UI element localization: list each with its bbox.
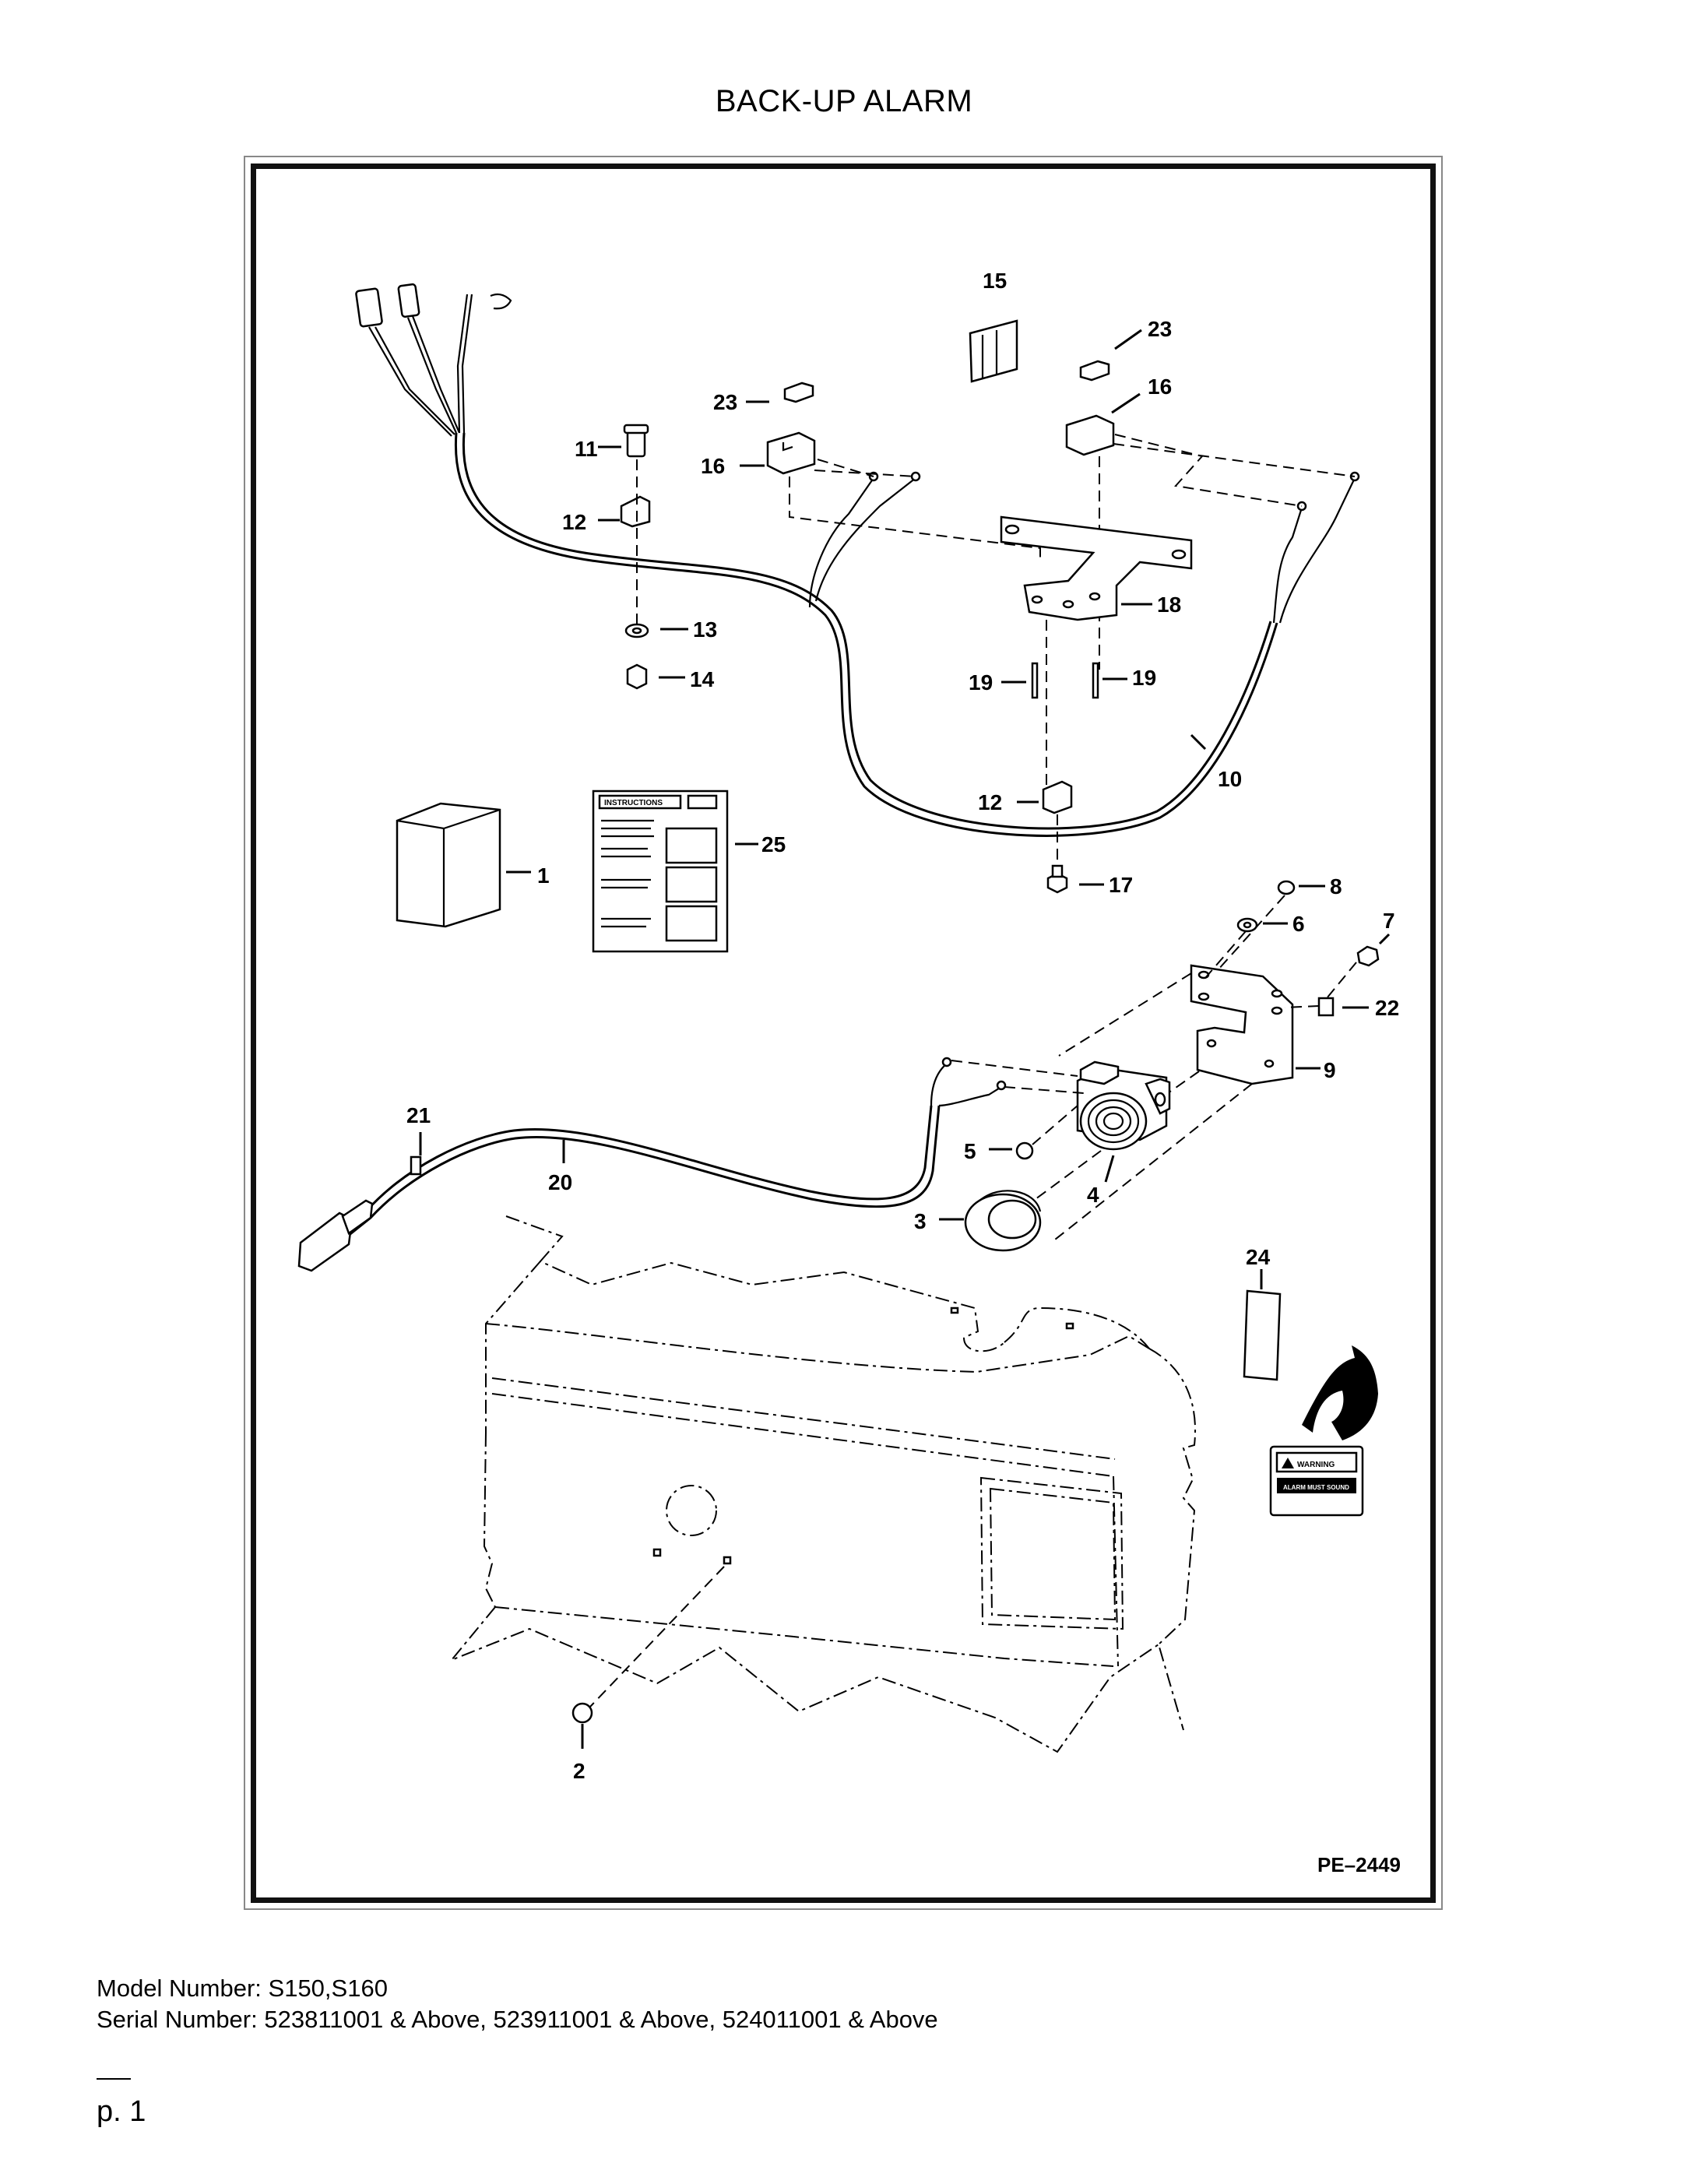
wire-harness-20	[297, 1057, 1085, 1272]
page-number: p. 1	[97, 2095, 146, 2128]
bracket-18	[1000, 515, 1193, 894]
callout-8: 8	[1330, 874, 1342, 899]
callout-3: 3	[914, 1209, 927, 1233]
diagram-outer-frame	[244, 156, 1443, 1910]
machine-rear-panel	[451, 1215, 1196, 1753]
page-title: BACK-UP ALARM	[715, 84, 973, 118]
relay-mounts-15-16-23	[740, 319, 1356, 670]
callout-6: 6	[1292, 912, 1305, 936]
callout-2: 2	[573, 1759, 586, 1783]
warning-decal-subtext: ALARM MUST SOUND	[1283, 1484, 1349, 1491]
callout-22: 22	[1375, 996, 1399, 1020]
callout-25: 25	[761, 832, 786, 856]
callout-7: 7	[1383, 909, 1395, 933]
wire-harness-10	[355, 283, 1360, 837]
callout-18: 18	[1157, 593, 1181, 617]
callout-12-lower: 12	[978, 790, 1002, 814]
callout-16-left: 16	[701, 454, 725, 478]
callout-labels: 1 2 3 4 5 6 7 8 9 10 11 12 12 13 14 15 1…	[406, 269, 1401, 1876]
callout-10: 10	[1218, 767, 1242, 791]
callout-11: 11	[575, 437, 598, 461]
instructions-sheet-25: INSTRUCTIONS	[592, 790, 758, 953]
figure-code: PE–2449	[1317, 1853, 1401, 1876]
callout-16-right: 16	[1148, 375, 1172, 399]
callout-20: 20	[548, 1170, 572, 1194]
callout-12-upper: 12	[562, 510, 586, 534]
callout-5: 5	[964, 1139, 976, 1163]
callout-14: 14	[690, 667, 715, 691]
callout-9: 9	[1324, 1058, 1336, 1082]
bolt-stack-11-14	[598, 424, 688, 690]
callout-1: 1	[537, 863, 550, 888]
alarm-assembly	[939, 880, 1391, 1252]
callout-21: 21	[406, 1103, 431, 1127]
diagram-frame	[251, 164, 1436, 1903]
callout-23-right: 23	[1148, 317, 1172, 341]
page-number-rule	[97, 2078, 131, 2080]
callout-13: 13	[693, 617, 717, 642]
instructions-heading: INSTRUCTIONS	[604, 799, 663, 807]
callout-19-left: 19	[969, 670, 993, 695]
callout-17: 17	[1109, 873, 1133, 897]
warning-decal-heading: WARNING	[1297, 1461, 1335, 1469]
model-number: Model Number: S150,S160	[97, 1975, 388, 2002]
serial-number: Serial Number: 523811001 & Above, 523911…	[97, 2006, 938, 2033]
callout-4: 4	[1087, 1183, 1099, 1207]
warning-decal-24: WARNING ALARM MUST SOUND	[1243, 1269, 1378, 1517]
callout-24: 24	[1246, 1245, 1271, 1269]
callout-23-left: 23	[713, 390, 737, 414]
callout-19-right: 19	[1132, 666, 1156, 690]
part-1-package	[396, 802, 531, 928]
callout-15: 15	[983, 269, 1007, 293]
